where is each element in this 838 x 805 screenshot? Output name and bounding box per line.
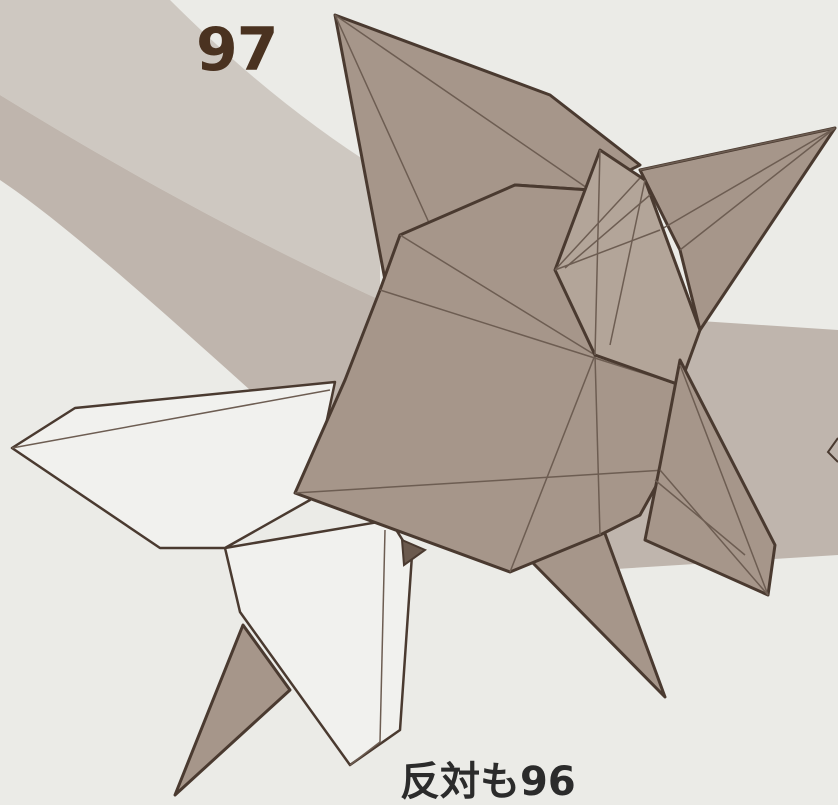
caption: 反対も96 bbox=[400, 762, 576, 802]
caption-text: 反対も bbox=[400, 759, 520, 805]
small-notch bbox=[402, 540, 425, 565]
white-wing bbox=[12, 382, 335, 548]
caption-step-ref: 96 bbox=[520, 759, 576, 805]
step-number: 97 bbox=[196, 20, 278, 80]
